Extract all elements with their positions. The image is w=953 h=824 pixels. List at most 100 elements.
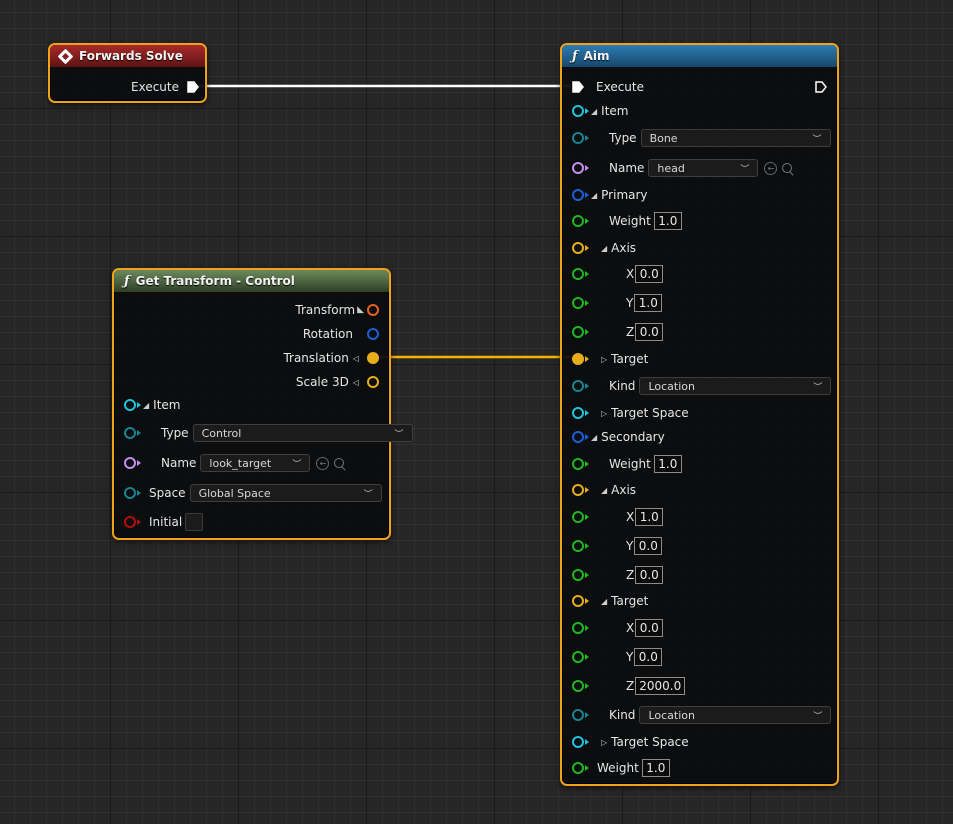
aim-node[interactable]: ƒ Aim Execute ◢ Item Type Bone ︶ Name he… [560,43,839,786]
initial-input-pin[interactable] [124,516,136,528]
get-transform-header[interactable]: ƒ Get Transform - Control [114,270,389,292]
secondary-axis-y-input[interactable]: 0.0 [634,537,663,555]
transform-output-pin[interactable] [367,304,379,316]
secondary-kind-dropdown[interactable]: Location ︶ [639,706,832,724]
expand-icon[interactable]: ▷ [601,354,608,364]
rotation-output-pin[interactable] [367,328,379,340]
forwards-solve-header[interactable]: Forwards Solve [50,45,205,67]
secondary-weight-pin[interactable] [572,458,584,470]
search-icon[interactable] [782,163,793,173]
primary-target-space-label: Target Space [611,406,689,420]
expand-icon[interactable]: ▷ [601,408,608,418]
primary-axis-label: Axis [611,241,637,255]
secondary-target-z-pin[interactable] [572,680,584,692]
scale-output-label: Scale 3D [295,375,349,389]
expand-arrow-icon[interactable]: ◁ [352,353,359,363]
type-dropdown[interactable]: Bone ︶ [640,129,831,147]
secondary-target-x-input[interactable]: 0.0 [635,619,664,637]
weight-input-pin[interactable] [572,762,584,774]
weight-input[interactable]: 1.0 [641,759,670,777]
secondary-kind-value: Location [648,708,695,722]
item-input-pin[interactable] [124,399,136,411]
collapse-icon[interactable]: ◢ [601,243,608,253]
type-input-pin[interactable] [124,427,136,439]
use-selected-icon[interactable]: ← [316,456,330,470]
collapse-icon[interactable]: ◢ [591,432,598,442]
space-input-pin[interactable] [124,487,136,499]
primary-axis-x-input[interactable]: 0.0 [635,265,664,283]
get-transform-node[interactable]: ƒ Get Transform - Control Transform ◣ Ro… [112,268,413,540]
execute-output-pin[interactable] [815,81,827,93]
collapse-icon[interactable]: ◢ [591,106,598,116]
forwards-solve-node[interactable]: Forwards Solve Execute [48,43,207,103]
name-dropdown[interactable]: head ︶ [648,159,759,177]
translation-output-label: Translation [283,351,349,365]
secondary-axis-z-input[interactable]: 0.0 [635,566,664,584]
chevron-down-icon: ︶ [740,164,750,175]
chevron-down-icon: ︶ [363,489,373,500]
collapse-icon[interactable]: ◢ [601,596,608,606]
primary-axis-pin[interactable] [572,242,584,254]
primary-axis-y-pin[interactable] [572,297,584,309]
secondary-target-y-pin[interactable] [572,651,584,663]
secondary-target-z-input[interactable]: 2000.0 [635,677,686,695]
execute-input-pin[interactable] [572,81,584,93]
type-dropdown[interactable]: Control ︶ [192,424,413,442]
execute-output-label: Execute [131,80,179,94]
primary-target-label: Target [611,352,649,366]
secondary-axis-z-pin[interactable] [572,569,584,581]
expand-arrow-icon[interactable]: ◣ [357,305,364,315]
name-input-pin[interactable] [572,162,584,174]
primary-axis-z-input[interactable]: 0.0 [635,323,664,341]
collapse-icon[interactable]: ◢ [143,400,150,410]
search-icon[interactable] [334,458,345,468]
function-icon: ƒ [572,48,578,64]
name-value: head [657,161,685,175]
secondary-input-pin[interactable] [572,431,584,443]
get-transform-title: Get Transform - Control [135,274,295,288]
space-dropdown[interactable]: Global Space ︶ [189,484,382,502]
secondary-axis-x-input[interactable]: 1.0 [635,508,664,526]
secondary-target-pin[interactable] [572,595,584,607]
secondary-target-space-label: Target Space [611,735,689,749]
secondary-weight-input[interactable]: 1.0 [653,455,682,473]
expand-arrow-icon[interactable]: ◁ [352,377,359,387]
primary-kind-dropdown[interactable]: Location ︶ [639,377,832,395]
aim-header[interactable]: ƒ Aim [562,45,837,67]
item-label: Item [601,104,629,118]
primary-target-pin[interactable] [572,353,584,365]
primary-target-space-pin[interactable] [572,407,584,419]
secondary-axis-x-pin[interactable] [572,511,584,523]
axis-x-label: X [626,510,635,524]
execute-input-label: Execute [596,80,644,94]
axis-y-label: Y [626,650,634,664]
execute-output-pin[interactable] [187,81,199,93]
translation-output-pin[interactable] [367,352,379,364]
space-value: Global Space [198,486,271,500]
primary-weight-input[interactable]: 1.0 [653,212,682,230]
secondary-target-y-input[interactable]: 0.0 [634,648,663,666]
secondary-axis-y-pin[interactable] [572,540,584,552]
secondary-axis-pin[interactable] [572,484,584,496]
use-selected-icon[interactable]: ← [764,161,778,175]
primary-weight-pin[interactable] [572,215,584,227]
secondary-kind-pin[interactable] [572,709,584,721]
collapse-icon[interactable]: ◢ [601,485,608,495]
primary-axis-z-pin[interactable] [572,326,584,338]
chevron-down-icon: ︶ [292,459,302,470]
initial-checkbox[interactable] [185,513,204,531]
primary-axis-y-input[interactable]: 1.0 [634,294,663,312]
item-input-pin[interactable] [572,105,584,117]
type-input-pin[interactable] [572,132,584,144]
primary-kind-pin[interactable] [572,380,584,392]
expand-icon[interactable]: ▷ [601,737,608,747]
primary-input-pin[interactable] [572,189,584,201]
secondary-target-x-pin[interactable] [572,622,584,634]
primary-axis-x-pin[interactable] [572,268,584,280]
type-value: Bone [649,131,678,145]
name-input-pin[interactable] [124,457,136,469]
name-dropdown[interactable]: look_target ︶ [200,454,311,472]
collapse-icon[interactable]: ◢ [591,190,598,200]
scale-output-pin[interactable] [367,376,379,388]
secondary-target-space-pin[interactable] [572,736,584,748]
